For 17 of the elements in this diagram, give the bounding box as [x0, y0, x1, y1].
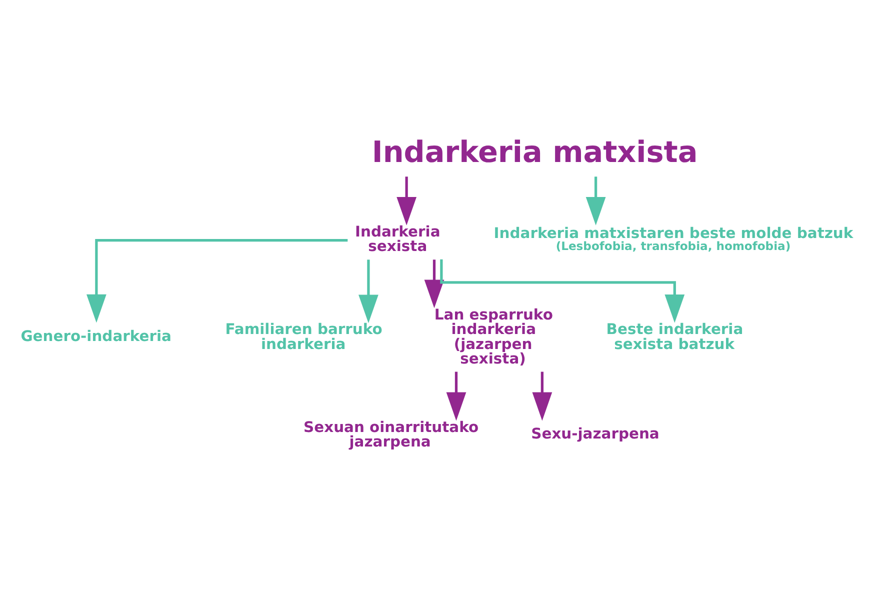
- node-text: Indarkeria sexista: [355, 222, 440, 255]
- node-text: Sexu-jazarpena: [531, 425, 660, 442]
- node-text: Genero-indarkeria: [20, 327, 172, 344]
- arrow: [424, 259, 444, 308]
- arrow: [446, 371, 466, 420]
- arrow: [86, 238, 348, 322]
- arrow: [358, 259, 378, 323]
- node-text: Familiaren barruko indarkeria: [225, 320, 382, 352]
- arrow: [440, 258, 685, 322]
- node-text: Lan esparruko indarkeria (jazarpen sexista): [434, 306, 553, 368]
- node-text: Beste indarkeria sexista batzuk: [606, 320, 744, 352]
- arrow: [396, 176, 417, 225]
- arrow: [532, 371, 552, 420]
- node-text: Indarkeria matxistaren beste molde batzuk (Lesbofobia, transfobia, homofobia): [494, 224, 854, 253]
- node-text: Sexuan oinarritutako jazarpena: [304, 418, 479, 450]
- arrow: [586, 176, 606, 225]
- node-text: Indarkeria matxista: [372, 134, 698, 168]
